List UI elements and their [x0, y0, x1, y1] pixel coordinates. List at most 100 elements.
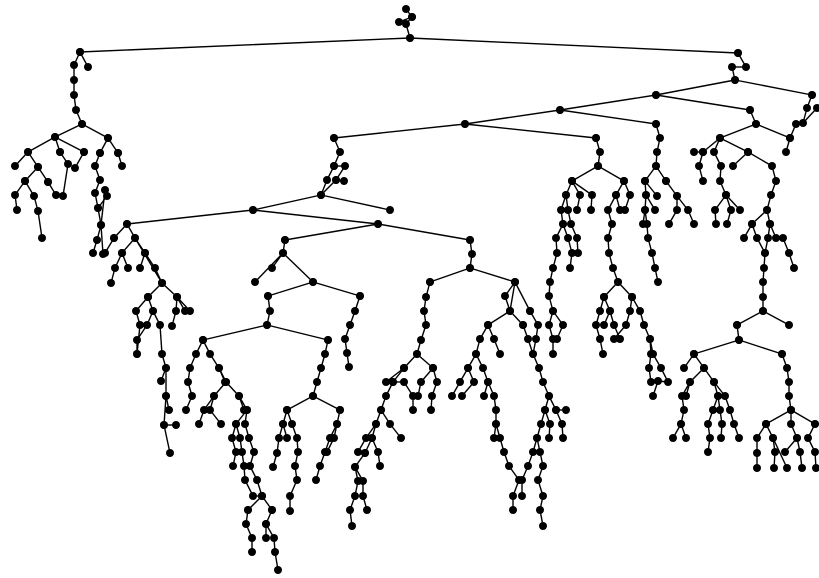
tree-node-369	[533, 434, 541, 442]
tree-edge-106	[267, 281, 314, 297]
tree-node-521	[767, 191, 775, 199]
tree-node-536	[759, 278, 767, 286]
tree-node-315	[511, 278, 519, 286]
tree-node-347	[492, 420, 500, 428]
tree-node-462	[647, 378, 655, 386]
tree-node-614	[803, 104, 811, 112]
tree-node-579	[717, 434, 725, 442]
tree-node-424	[605, 249, 613, 257]
tree-node-304	[363, 506, 371, 514]
tree-node-215	[244, 506, 252, 514]
tree-node-33	[21, 177, 29, 185]
tree-node-293	[374, 448, 382, 456]
tree-node-208	[232, 420, 240, 428]
tree-node-582	[686, 378, 694, 386]
tree-node-322	[476, 335, 484, 343]
tree-node-240	[288, 420, 296, 428]
tree-node-237	[273, 449, 281, 457]
tree-node-392	[564, 234, 572, 242]
tree-node-292	[368, 434, 376, 442]
tree-node-88	[332, 176, 340, 184]
tree-node-236	[275, 434, 283, 442]
tree-node-173	[186, 364, 194, 372]
tree-edge-105	[282, 252, 314, 283]
tree-node-452	[640, 321, 648, 329]
tree-node-284	[400, 364, 408, 372]
tree-node-382	[592, 134, 600, 142]
tree-node-172	[192, 350, 200, 358]
tree-node-366	[541, 406, 549, 414]
tree-node-460	[647, 350, 655, 358]
tree-node-288	[397, 434, 405, 442]
tree-node-542	[785, 249, 793, 257]
tree-node-89	[340, 177, 348, 185]
tree-node-264	[426, 278, 434, 286]
tree-node-43	[71, 164, 79, 172]
tree-node-280	[389, 378, 397, 386]
tree-node-152	[268, 264, 276, 272]
tree-node-330	[490, 392, 498, 400]
tree-node-408	[553, 249, 561, 257]
tree-node-447	[626, 307, 634, 315]
tree-node-459	[646, 335, 654, 343]
tree-node-184	[236, 434, 244, 442]
tree-node-549	[759, 307, 767, 315]
tree-node-199	[235, 392, 243, 400]
tree-node-543	[790, 264, 798, 272]
tree-node-222	[271, 548, 279, 556]
tree-node-360	[518, 476, 526, 484]
tree-edge-107	[312, 281, 361, 297]
tree-node-308	[427, 406, 435, 414]
tree-node-125	[133, 336, 141, 344]
tree-node-455	[657, 364, 665, 372]
tree-node-338	[509, 506, 517, 514]
tree-node-554	[735, 336, 743, 344]
tree-node-327	[472, 350, 480, 358]
tree-node-23	[51, 133, 59, 141]
tree-node-584	[778, 350, 786, 358]
tree-node-300	[348, 522, 356, 530]
tree-edge-434	[790, 409, 816, 425]
tree-node-343	[470, 378, 478, 386]
tree-node-63	[734, 49, 742, 57]
tree-node-233	[309, 392, 317, 400]
tree-node-42	[80, 148, 88, 156]
tree-node-450	[628, 293, 636, 301]
tree-node-479	[653, 192, 661, 200]
tree-node-474	[644, 234, 652, 242]
tree-node-164	[346, 321, 354, 329]
tree-node-567	[709, 406, 717, 414]
tree-edge-49	[655, 94, 751, 111]
tree-node-457	[654, 377, 662, 385]
tree-node-401	[573, 234, 581, 242]
tree-node-500	[690, 148, 698, 156]
tree-node-203	[245, 434, 253, 442]
tree-node-170	[263, 321, 271, 329]
tree-node-361	[518, 492, 526, 500]
tree-node-217	[248, 534, 256, 542]
tree-node-32	[13, 206, 21, 214]
tree-node-495	[752, 120, 760, 128]
tree-node-255	[333, 420, 341, 428]
tree-node-505	[710, 148, 718, 156]
tree-node-486	[684, 206, 692, 214]
tree-node-78	[461, 120, 469, 128]
tree-node-193	[195, 420, 203, 428]
tree-node-149	[374, 220, 382, 228]
tree-edge-47	[734, 79, 813, 96]
tree-node-422	[608, 220, 616, 228]
tree-node-86	[323, 176, 331, 184]
tree-node-580	[677, 420, 685, 428]
tree-node-143	[172, 307, 180, 315]
tree-node-309	[429, 364, 437, 372]
tree-node-10	[70, 61, 78, 69]
tree-node-239	[283, 406, 291, 414]
tree-node-425	[609, 264, 617, 272]
tree-node-344	[458, 392, 466, 400]
tree-node-489	[673, 206, 681, 214]
tree-node-242	[294, 448, 302, 456]
tree-node-451	[636, 307, 644, 315]
tree-node-568	[704, 420, 712, 428]
tree-node-60	[118, 162, 126, 170]
tree-node-533	[753, 234, 761, 242]
